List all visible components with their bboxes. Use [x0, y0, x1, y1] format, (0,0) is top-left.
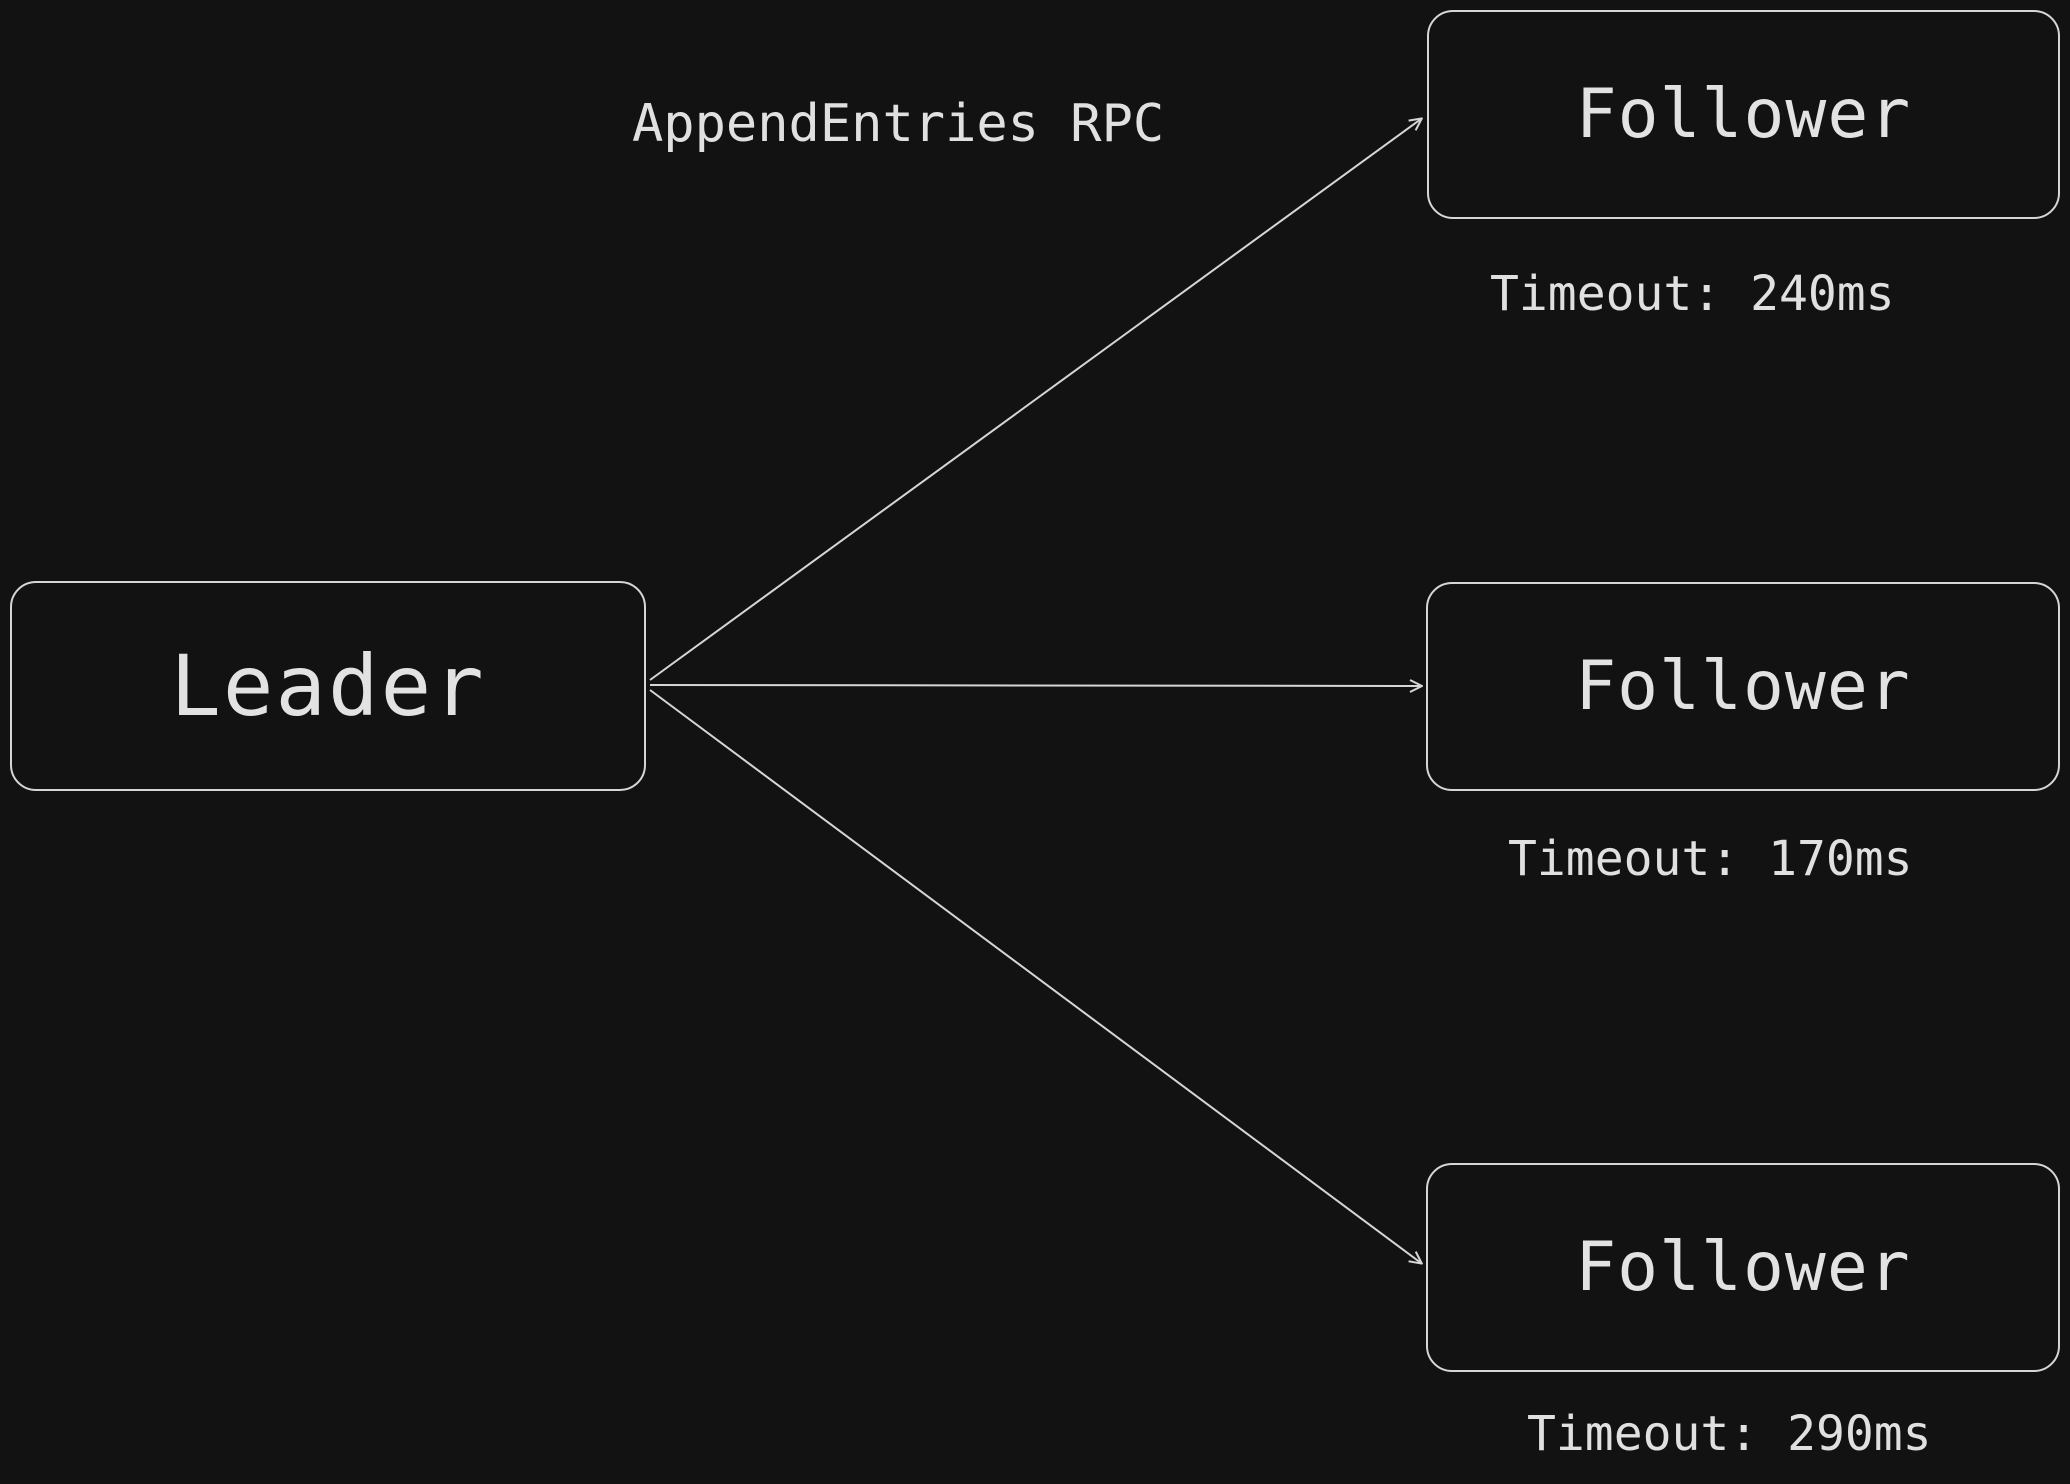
follower-node-3: Follower — [1426, 1163, 2060, 1372]
follower-label-1: Follower — [1575, 75, 1912, 154]
append-entries-label: AppendEntries RPC — [632, 94, 1165, 154]
follower-label-2: Follower — [1575, 647, 1911, 726]
arrow-to-follower-2 — [649, 685, 1421, 686]
arrow-to-follower-1 — [649, 119, 1421, 681]
follower-node-1: Follower — [1427, 10, 2060, 219]
leader-label: Leader — [170, 637, 486, 735]
follower-timeout-2: Timeout: 170ms — [1508, 831, 1913, 887]
leader-node: Leader — [10, 581, 646, 791]
follower-timeout-1: Timeout: 240ms — [1490, 266, 1895, 322]
follower-node-2: Follower — [1426, 582, 2060, 791]
arrow-to-follower-3 — [649, 689, 1421, 1263]
follower-timeout-3: Timeout: 290ms — [1527, 1406, 1932, 1462]
follower-label-3: Follower — [1575, 1228, 1911, 1307]
